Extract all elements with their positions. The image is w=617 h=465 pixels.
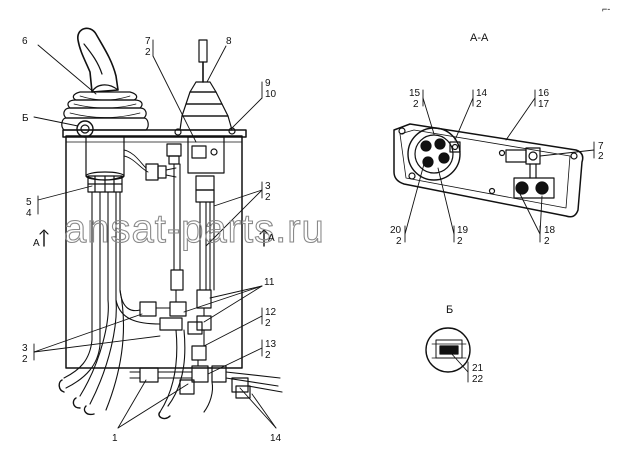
section-view-panel xyxy=(393,123,584,218)
callout-5: 5 xyxy=(26,197,32,208)
callout-3a-sub: 2 xyxy=(265,192,271,203)
callout-6: 6 xyxy=(22,36,28,47)
callout-18-sub: 2 xyxy=(544,236,550,247)
callout-11: 11 xyxy=(264,277,275,288)
callout-19: 19 xyxy=(457,225,469,236)
callout-19-sub: 2 xyxy=(457,236,463,247)
detail-title: Б xyxy=(446,304,453,316)
callout-14s-sub: 2 xyxy=(476,99,482,110)
callout-13: 13 xyxy=(265,339,277,350)
callout-15-sub: 2 xyxy=(413,99,419,110)
callouts-main: 6 7 2 8 9 10 Б 5 4 3 2 11 3 2 12 2 13 2 … xyxy=(22,36,282,444)
joystick-handle xyxy=(77,27,119,93)
joystick-boot xyxy=(61,91,149,131)
pipes xyxy=(58,163,283,420)
watermark-text: ansat-parts.ru xyxy=(64,207,325,251)
callout-17: 17 xyxy=(538,99,550,110)
detail-view xyxy=(425,327,471,383)
callout-3b: 3 xyxy=(22,343,28,354)
callout-1: 1 xyxy=(112,433,118,444)
section-title: А-А xyxy=(470,32,489,44)
callout-B: Б xyxy=(22,113,29,124)
callout-18: 18 xyxy=(544,225,556,236)
corner-mark: ⌐- xyxy=(602,4,610,14)
callout-14: 14 xyxy=(270,433,282,444)
callout-22: 22 xyxy=(472,374,484,385)
callout-4: 4 xyxy=(26,208,32,219)
callouts-detail: 21 22 xyxy=(472,363,484,385)
section-marker-left-label: А xyxy=(33,238,40,249)
callout-12: 12 xyxy=(265,307,277,318)
callouts-section: 15 2 14 2 16 17 7 2 20 2 19 2 18 2 xyxy=(390,88,604,247)
callout-15: 15 xyxy=(409,88,421,99)
section-marker-right-label: А xyxy=(268,233,275,244)
callout-3a: 3 xyxy=(265,181,271,192)
callout-13-sub: 2 xyxy=(265,350,271,361)
callout-7: 7 xyxy=(145,36,151,47)
callout-20: 20 xyxy=(390,225,402,236)
leader-lines-section xyxy=(404,89,595,243)
section-marker-right xyxy=(259,229,269,247)
leader-lines-main xyxy=(33,39,277,429)
callout-9: 9 xyxy=(265,78,271,89)
callout-8: 8 xyxy=(226,36,232,47)
callout-7s: 7 xyxy=(598,141,604,152)
callout-7-sub: 2 xyxy=(145,47,151,58)
callout-3b-sub: 2 xyxy=(22,354,28,365)
section-marker-left xyxy=(39,229,49,247)
joystick-body xyxy=(76,120,177,193)
callout-16: 16 xyxy=(538,88,550,99)
callout-14s: 14 xyxy=(476,88,488,99)
callout-20-sub: 2 xyxy=(396,236,402,247)
secondary-lever xyxy=(174,39,236,174)
fittings xyxy=(139,143,251,399)
callout-12-sub: 2 xyxy=(265,318,271,329)
callout-21: 21 xyxy=(472,363,484,374)
callout-7s-sub: 2 xyxy=(598,151,604,162)
callout-10: 10 xyxy=(265,89,277,100)
